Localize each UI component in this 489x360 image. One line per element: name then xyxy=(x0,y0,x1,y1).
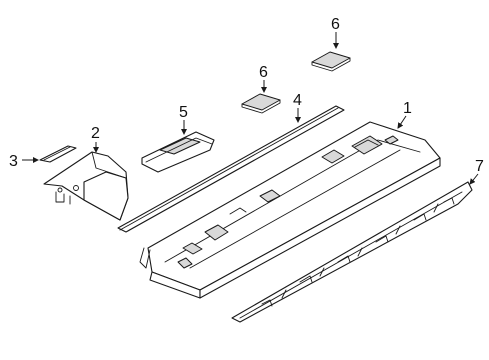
callout-5: 5 xyxy=(179,104,188,121)
pad-upper-part xyxy=(311,51,351,72)
callout-4: 4 xyxy=(293,92,302,109)
callout-3: 3 xyxy=(9,153,18,170)
leader-lines xyxy=(22,32,479,185)
callout-6-lower: 6 xyxy=(259,64,268,81)
callout-6-upper: 6 xyxy=(331,16,340,33)
callout-7: 7 xyxy=(475,158,484,175)
package-tray-part xyxy=(139,121,441,299)
clip-part xyxy=(39,145,77,163)
callout-1: 1 xyxy=(403,100,412,117)
pad-lower-part xyxy=(241,93,281,114)
side-bracket-part xyxy=(43,151,129,221)
trim-strip-part xyxy=(117,105,345,233)
lower-rail-part xyxy=(231,181,473,323)
callout-2: 2 xyxy=(91,125,100,142)
cover-panel-part xyxy=(141,131,215,173)
